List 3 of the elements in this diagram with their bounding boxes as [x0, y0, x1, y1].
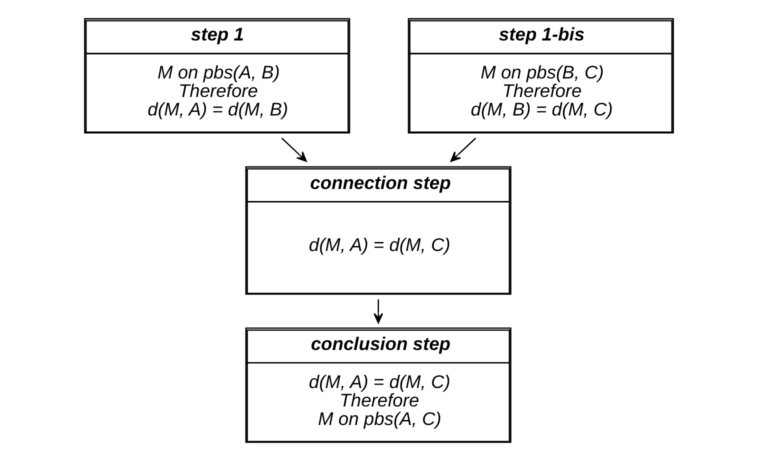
arrow [450, 138, 476, 162]
arrow [374, 299, 384, 324]
arrow [281, 138, 307, 162]
